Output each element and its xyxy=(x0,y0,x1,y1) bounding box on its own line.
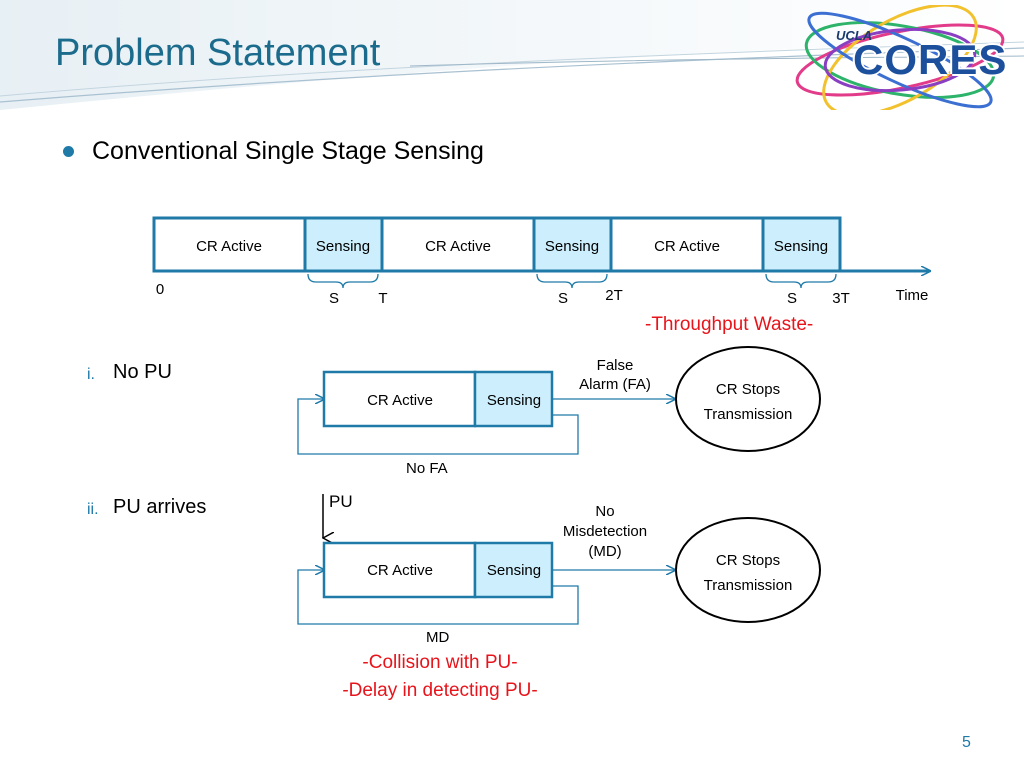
logo-cores-text: CORES xyxy=(853,36,1008,83)
timeline-segment-label-3: CR Active xyxy=(425,238,491,255)
no-pu-active-label: CR Active xyxy=(367,392,433,409)
timeline-segment-label-1: CR Active xyxy=(196,238,262,255)
delay-note: -Delay in detecting PU- xyxy=(342,680,538,701)
timeline-time-label: Time xyxy=(896,287,929,304)
logo-ucla-text: UCLA xyxy=(836,28,873,43)
no-pu-loop-label: No FA xyxy=(406,460,448,477)
timeline-segment-label-5: CR Active xyxy=(654,238,720,255)
collision-note: -Collision with PU- xyxy=(362,652,518,673)
case-no-pu-number: i. xyxy=(87,366,95,383)
bullet-text: Conventional Single Stage Sensing xyxy=(92,137,484,165)
pu-label: PU xyxy=(329,492,353,511)
timeline-bar: CR Active Sensing CR Active Sensing CR A… xyxy=(152,216,842,273)
timeline-s-label-2: S xyxy=(558,290,568,307)
no-pu-outcome-label: CR Stops Transmission xyxy=(703,381,793,423)
bullet-dot-icon xyxy=(63,146,74,157)
page-number: 5 xyxy=(962,734,971,751)
slide-title: Problem Statement xyxy=(55,32,381,74)
pu-active-label: CR Active xyxy=(367,562,433,579)
no-pu-sensing-label: Sensing xyxy=(487,392,541,409)
case-pu-arrives-diagram: CR Active Sensing xyxy=(297,494,821,625)
case-no-pu-label: No PU xyxy=(113,361,172,383)
timeline-zero-label: 0 xyxy=(156,281,164,298)
cores-logo-rings xyxy=(795,5,1005,110)
timeline-t-label-3: 3T xyxy=(832,290,850,307)
timeline-segment-label-4: Sensing xyxy=(545,238,599,255)
sensing-brace-1 xyxy=(307,273,379,289)
timeline-s-label-1: S xyxy=(329,290,339,307)
sensing-brace-3 xyxy=(765,273,837,289)
sensing-brace-2 xyxy=(536,273,608,289)
timeline-segment-label-6: Sensing xyxy=(774,238,828,255)
timeline-segment-label-2: Sensing xyxy=(316,238,370,255)
pu-sensing-box xyxy=(473,541,554,599)
no-pu-sensing-box xyxy=(473,370,554,428)
throughput-waste-note: -Throughput Waste- xyxy=(645,314,814,335)
case-pu-arrives-label: PU arrives xyxy=(113,496,207,518)
pu-md-label: No Misdetection (MD) xyxy=(562,503,648,560)
pu-loop-arrow xyxy=(297,570,579,625)
pu-loop-label: MD xyxy=(426,629,450,646)
timeline-s-label-3: S xyxy=(787,290,797,307)
no-pu-loop-arrow xyxy=(297,399,579,455)
pu-outcome-label: CR Stops Transmission xyxy=(703,552,793,594)
case-no-pu-diagram: CR Active Sensing xyxy=(297,346,821,455)
pu-sensing-label: Sensing xyxy=(487,562,541,579)
pu-outcome-ellipse xyxy=(675,517,821,623)
case-pu-arrives-number: ii. xyxy=(87,501,99,518)
no-pu-outcome-ellipse xyxy=(675,346,821,452)
timeline-t-label-1: T xyxy=(378,290,387,307)
no-pu-fa-label: False Alarm (FA) xyxy=(579,357,651,393)
pu-active-box xyxy=(322,541,477,599)
timeline-t-label-2: 2T xyxy=(605,287,623,304)
